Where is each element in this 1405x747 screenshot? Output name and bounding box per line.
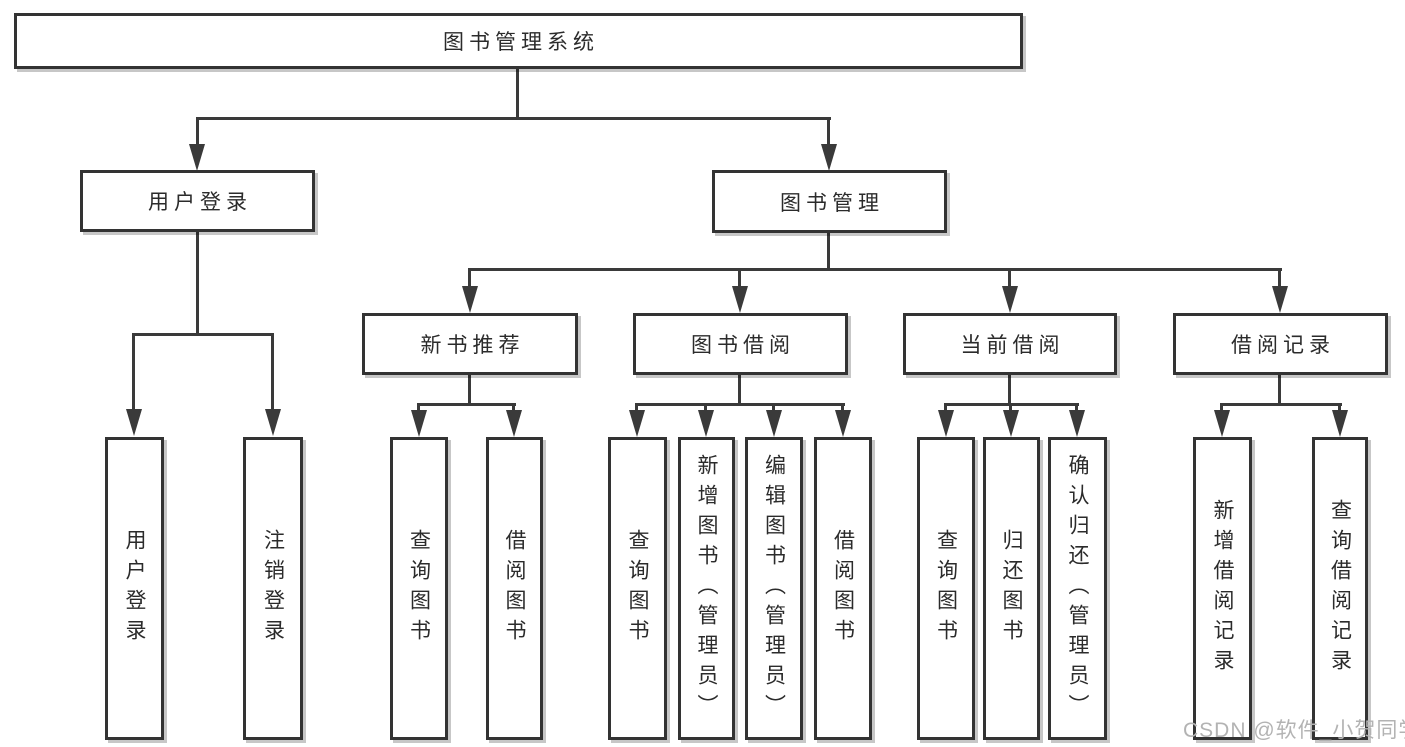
connector-line xyxy=(196,117,199,146)
arrowhead-icon xyxy=(835,410,851,437)
arrowhead-icon xyxy=(629,410,645,437)
arrowhead-icon xyxy=(1332,410,1348,437)
arrowhead-icon xyxy=(189,144,205,171)
connector-line xyxy=(196,231,199,335)
node-label: 查询图书 xyxy=(626,528,650,649)
node-borrowing-records: 借阅记录 xyxy=(1173,313,1388,375)
connector-line xyxy=(1075,403,1078,411)
node-label: 用户登录 xyxy=(148,191,252,214)
arrowhead-icon xyxy=(698,410,714,437)
connector-line xyxy=(271,333,274,410)
connector-line xyxy=(417,403,420,411)
arrowhead-icon xyxy=(1003,410,1019,437)
connector-line xyxy=(516,69,519,118)
csdn-watermark: CSDN @软件_小贺同学 xyxy=(1183,719,1405,742)
node-edit-book-admin: 编辑图书（管理员） xyxy=(745,437,803,740)
connector-line xyxy=(196,117,831,120)
node-search-borrow-record: 查询借阅记录 xyxy=(1312,437,1368,740)
node-current-borrowing: 当前借阅 xyxy=(903,313,1117,375)
node-label: 查询图书 xyxy=(407,528,431,649)
node-new-book-recommend: 新书推荐 xyxy=(362,313,578,375)
connector-line xyxy=(827,232,830,271)
node-label: 图书借阅 xyxy=(691,334,795,357)
node-add-borrow-record: 新增借阅记录 xyxy=(1193,437,1252,740)
node-add-book-admin: 新增图书（管理员） xyxy=(678,437,735,740)
node-label: 归还图书 xyxy=(1000,528,1024,649)
connector-line xyxy=(512,403,515,411)
node-return-book: 归还图书 xyxy=(983,437,1040,740)
node-label: 当前借阅 xyxy=(960,334,1065,357)
connector-line xyxy=(635,403,845,406)
connector-line xyxy=(944,403,947,411)
node-borrow-book-1: 借阅图书 xyxy=(486,437,543,740)
connector-line xyxy=(468,268,471,286)
connector-line xyxy=(1220,403,1342,406)
node-label: 确认归还（管理员） xyxy=(1066,453,1090,724)
arrowhead-icon xyxy=(462,286,478,313)
connector-line xyxy=(1008,268,1011,286)
arrowhead-icon xyxy=(411,410,427,437)
connector-line xyxy=(468,374,471,406)
node-borrow-book-2: 借阅图书 xyxy=(814,437,872,740)
connector-line xyxy=(1009,403,1012,411)
connector-line xyxy=(132,333,274,336)
node-label: 编辑图书（管理员） xyxy=(762,453,786,724)
node-label: 新增图书（管理员） xyxy=(695,453,719,724)
arrowhead-icon xyxy=(126,409,142,436)
connector-line xyxy=(1278,374,1281,406)
node-search-book-3: 查询图书 xyxy=(917,437,975,740)
connector-line xyxy=(704,403,707,411)
connector-line xyxy=(772,403,775,411)
node-label: 借阅记录 xyxy=(1231,334,1335,357)
node-search-book-1: 查询图书 xyxy=(390,437,448,740)
arrowhead-icon xyxy=(506,410,522,437)
arrowhead-icon xyxy=(1214,410,1230,437)
connector-line xyxy=(635,403,638,411)
node-label: 新书推荐 xyxy=(420,334,525,357)
node-label: 借阅图书 xyxy=(503,528,527,649)
connector-line xyxy=(1278,268,1281,286)
arrowhead-icon xyxy=(265,409,281,436)
node-confirm-return-admin: 确认归还（管理员） xyxy=(1048,437,1107,740)
connector-line xyxy=(827,117,830,146)
arrowhead-icon xyxy=(821,144,837,171)
connector-line xyxy=(417,403,516,406)
node-label: 图书管理 xyxy=(780,191,884,215)
node-book-borrowing: 图书借阅 xyxy=(633,313,848,375)
node-logout: 注销登录 xyxy=(243,437,303,740)
arrowhead-icon xyxy=(1069,410,1085,437)
node-library-management-system: 图书管理系统 xyxy=(14,13,1023,69)
arrowhead-icon xyxy=(766,410,782,437)
node-user-login: 用户登录 xyxy=(80,170,315,232)
connector-line xyxy=(738,268,741,286)
node-search-book-2: 查询图书 xyxy=(608,437,667,740)
connector-line xyxy=(132,333,135,410)
connector-line xyxy=(738,374,741,406)
node-user-login-leaf: 用户登录 xyxy=(105,437,164,740)
arrowhead-icon xyxy=(938,410,954,437)
node-label: 查询图书 xyxy=(934,528,958,649)
node-label: 用户登录 xyxy=(123,528,147,649)
node-label: 新增借阅记录 xyxy=(1211,498,1235,679)
connector-line xyxy=(841,403,844,411)
node-label: 图书管理系统 xyxy=(443,31,599,54)
connector-line xyxy=(1008,374,1011,406)
node-label: 借阅图书 xyxy=(831,528,855,649)
node-label: 查询借阅记录 xyxy=(1328,498,1352,679)
node-label: 注销登录 xyxy=(261,528,285,649)
connector-line xyxy=(1220,403,1223,411)
connector-line xyxy=(1338,403,1341,411)
arrowhead-icon xyxy=(732,286,748,313)
node-book-management: 图书管理 xyxy=(712,170,947,233)
connector-line xyxy=(468,268,1282,271)
arrowhead-icon xyxy=(1272,286,1288,313)
arrowhead-icon xyxy=(1002,286,1018,313)
